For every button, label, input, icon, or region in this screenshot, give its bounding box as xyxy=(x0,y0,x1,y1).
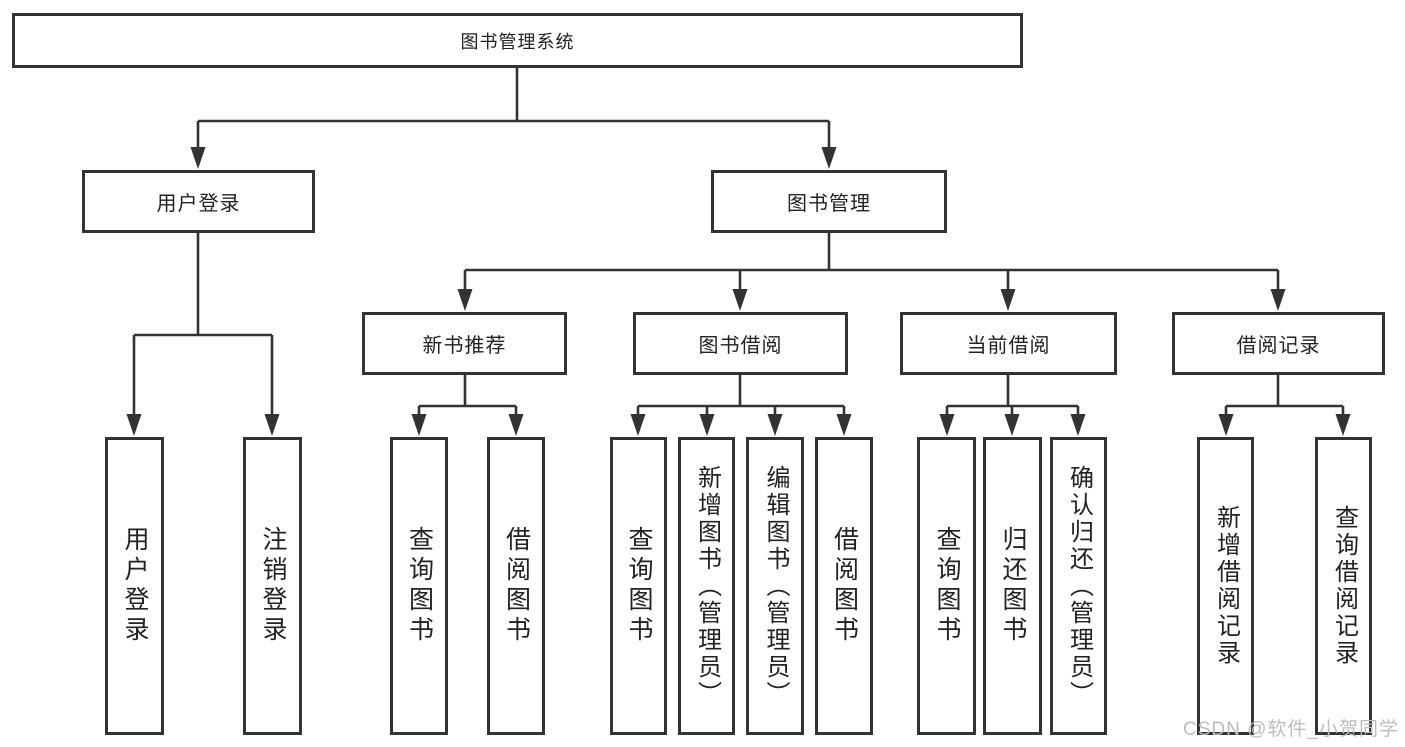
arrowhead xyxy=(457,289,473,311)
arrowhead xyxy=(1218,414,1234,436)
node-label: 新增借阅记录 xyxy=(1212,505,1240,667)
leaf-return-book: 归还图书 xyxy=(983,437,1042,735)
arrowhead xyxy=(1070,414,1086,436)
node-label: 查询图书 xyxy=(405,526,434,646)
arrowhead xyxy=(767,414,783,436)
node-label: 新增图书（管理员） xyxy=(693,464,721,708)
arrowhead xyxy=(630,414,646,436)
node-label: 借阅记录 xyxy=(1236,335,1321,357)
leaf-add-borrow-record: 新增借阅记录 xyxy=(1197,437,1254,735)
node-label: 查询图书 xyxy=(625,526,653,646)
leaf-query-books-current: 查询图书 xyxy=(917,437,976,735)
arrowhead xyxy=(821,147,837,169)
leaf-confirm-return-admin: 确认归还（管理员） xyxy=(1050,437,1107,735)
leaf-user-login: 用户登录 xyxy=(105,437,164,735)
arrowhead xyxy=(732,289,748,311)
node-label: 编辑图书（管理员） xyxy=(762,464,789,708)
node-book-management: 图书管理 xyxy=(711,170,947,233)
arrowhead xyxy=(699,414,715,436)
arrowhead xyxy=(1270,289,1286,311)
node-label: 确认归还（管理员） xyxy=(1065,464,1093,708)
arrowhead xyxy=(508,414,524,436)
arrowhead xyxy=(836,414,852,436)
node-new-book-recommend: 新书推荐 xyxy=(362,312,567,375)
leaf-edit-book-admin: 编辑图书（管理员） xyxy=(746,437,804,735)
leaf-query-books-borrow: 查询图书 xyxy=(610,437,667,735)
leaf-query-borrow-record: 查询借阅记录 xyxy=(1315,437,1372,735)
arrowhead xyxy=(126,414,142,436)
arrowhead xyxy=(1004,414,1020,436)
node-label: 图书借阅 xyxy=(698,335,783,357)
csdn-watermark: CSDN @软件_小贺同学 xyxy=(1183,719,1399,740)
node-label: 借阅图书 xyxy=(830,526,859,646)
node-label: 用户登录 xyxy=(156,193,241,215)
node-book-borrow: 图书借阅 xyxy=(633,312,848,375)
arrowhead xyxy=(939,414,955,436)
arrowhead xyxy=(264,414,280,436)
node-label: 查询图书 xyxy=(933,526,961,646)
node-label: 归还图书 xyxy=(999,526,1027,646)
node-label: 图书管理 xyxy=(787,193,871,215)
node-current-borrow: 当前借阅 xyxy=(900,312,1117,375)
node-label: 图书管理系统 xyxy=(460,31,575,52)
arrowhead xyxy=(190,147,206,169)
node-label: 新书推荐 xyxy=(422,335,507,357)
leaf-logout: 注销登录 xyxy=(243,437,302,735)
leaf-borrow-books-recommend: 借阅图书 xyxy=(487,437,545,735)
arrowhead xyxy=(1335,414,1351,436)
leaf-query-books-recommend: 查询图书 xyxy=(390,437,448,735)
node-label: 查询借阅记录 xyxy=(1330,505,1358,667)
arrowhead xyxy=(1000,289,1016,311)
arrowhead xyxy=(411,414,427,436)
node-label: 当前借阅 xyxy=(966,335,1051,357)
node-label: 用户登录 xyxy=(121,526,149,646)
node-borrow-records: 借阅记录 xyxy=(1172,312,1385,375)
node-label: 注销登录 xyxy=(259,526,287,646)
node-library-management-system: 图书管理系统 xyxy=(12,13,1023,68)
leaf-add-book-admin: 新增图书（管理员） xyxy=(678,437,735,735)
node-label: 借阅图书 xyxy=(502,526,531,646)
node-user-login: 用户登录 xyxy=(82,170,315,233)
leaf-borrow-books: 借阅图书 xyxy=(815,437,873,735)
